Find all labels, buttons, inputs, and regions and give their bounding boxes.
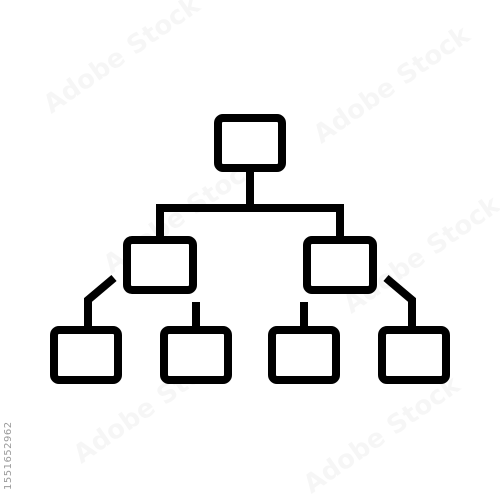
root-node-box [214,114,286,172]
level2-node-left-box [123,236,197,294]
level2-node-right-box [303,236,377,294]
level3-node-4-box [378,326,450,384]
stock-id-label: 1551652962 [3,380,19,490]
right-diagonal-connector [383,274,416,330]
stock-id-text: 1551652962 [3,421,14,490]
branch-bar-connector [156,204,344,240]
level3-node-1-box [50,326,122,384]
level3-node-3-box [268,326,340,384]
left-diagonal-connector [84,274,117,330]
level3-node-2-box [160,326,232,384]
